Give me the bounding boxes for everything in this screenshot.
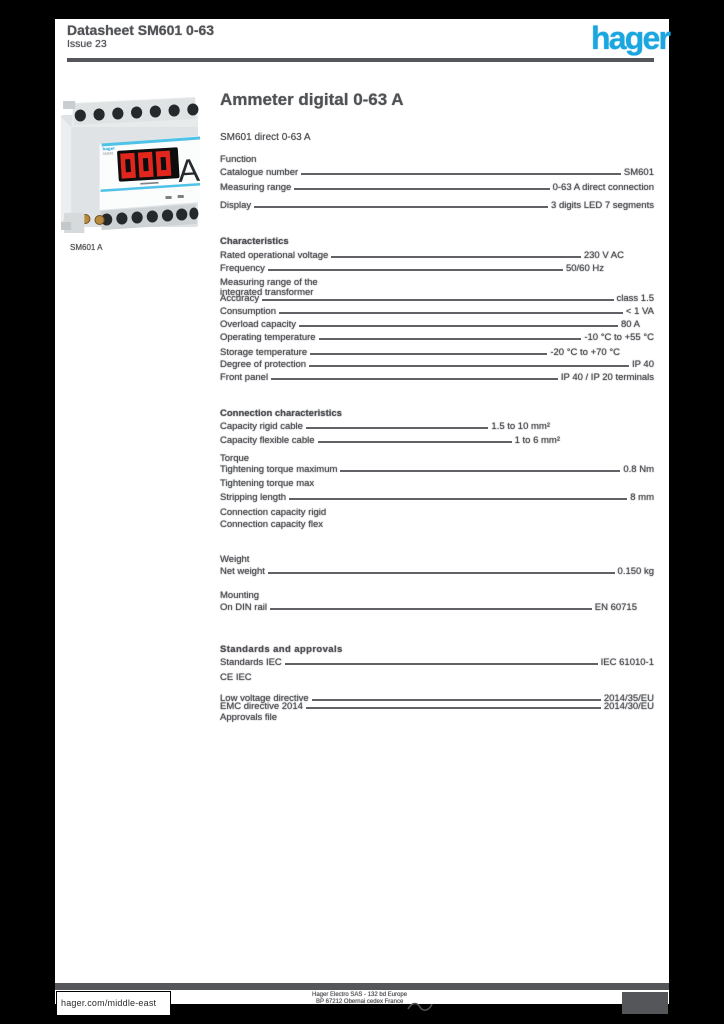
svg-text:hager: hager xyxy=(102,146,115,152)
svg-text:SM601: SM601 xyxy=(102,151,114,156)
svg-text:A: A xyxy=(177,152,201,189)
